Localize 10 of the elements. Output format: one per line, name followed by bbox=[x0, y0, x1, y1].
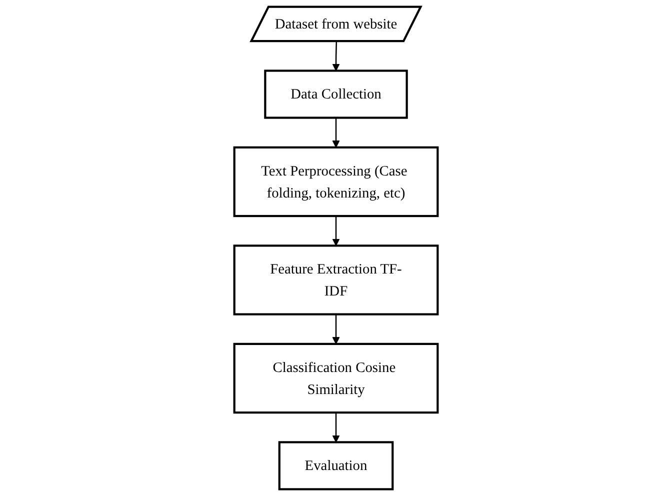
arrow bbox=[332, 216, 340, 246]
arrow bbox=[332, 412, 340, 443]
node-box: Feature Extraction TF-IDF bbox=[232, 244, 438, 316]
node-box: Evaluation bbox=[278, 441, 394, 490]
node-box: Text Perprocessing (Case folding, tokenizing, etc) bbox=[232, 146, 438, 218]
arrow bbox=[332, 42, 340, 72]
node-box: Classification Cosine Similarity bbox=[232, 342, 438, 414]
arrow bbox=[332, 314, 340, 344]
node-box: Data Collection bbox=[264, 70, 408, 119]
arrow bbox=[332, 118, 340, 148]
